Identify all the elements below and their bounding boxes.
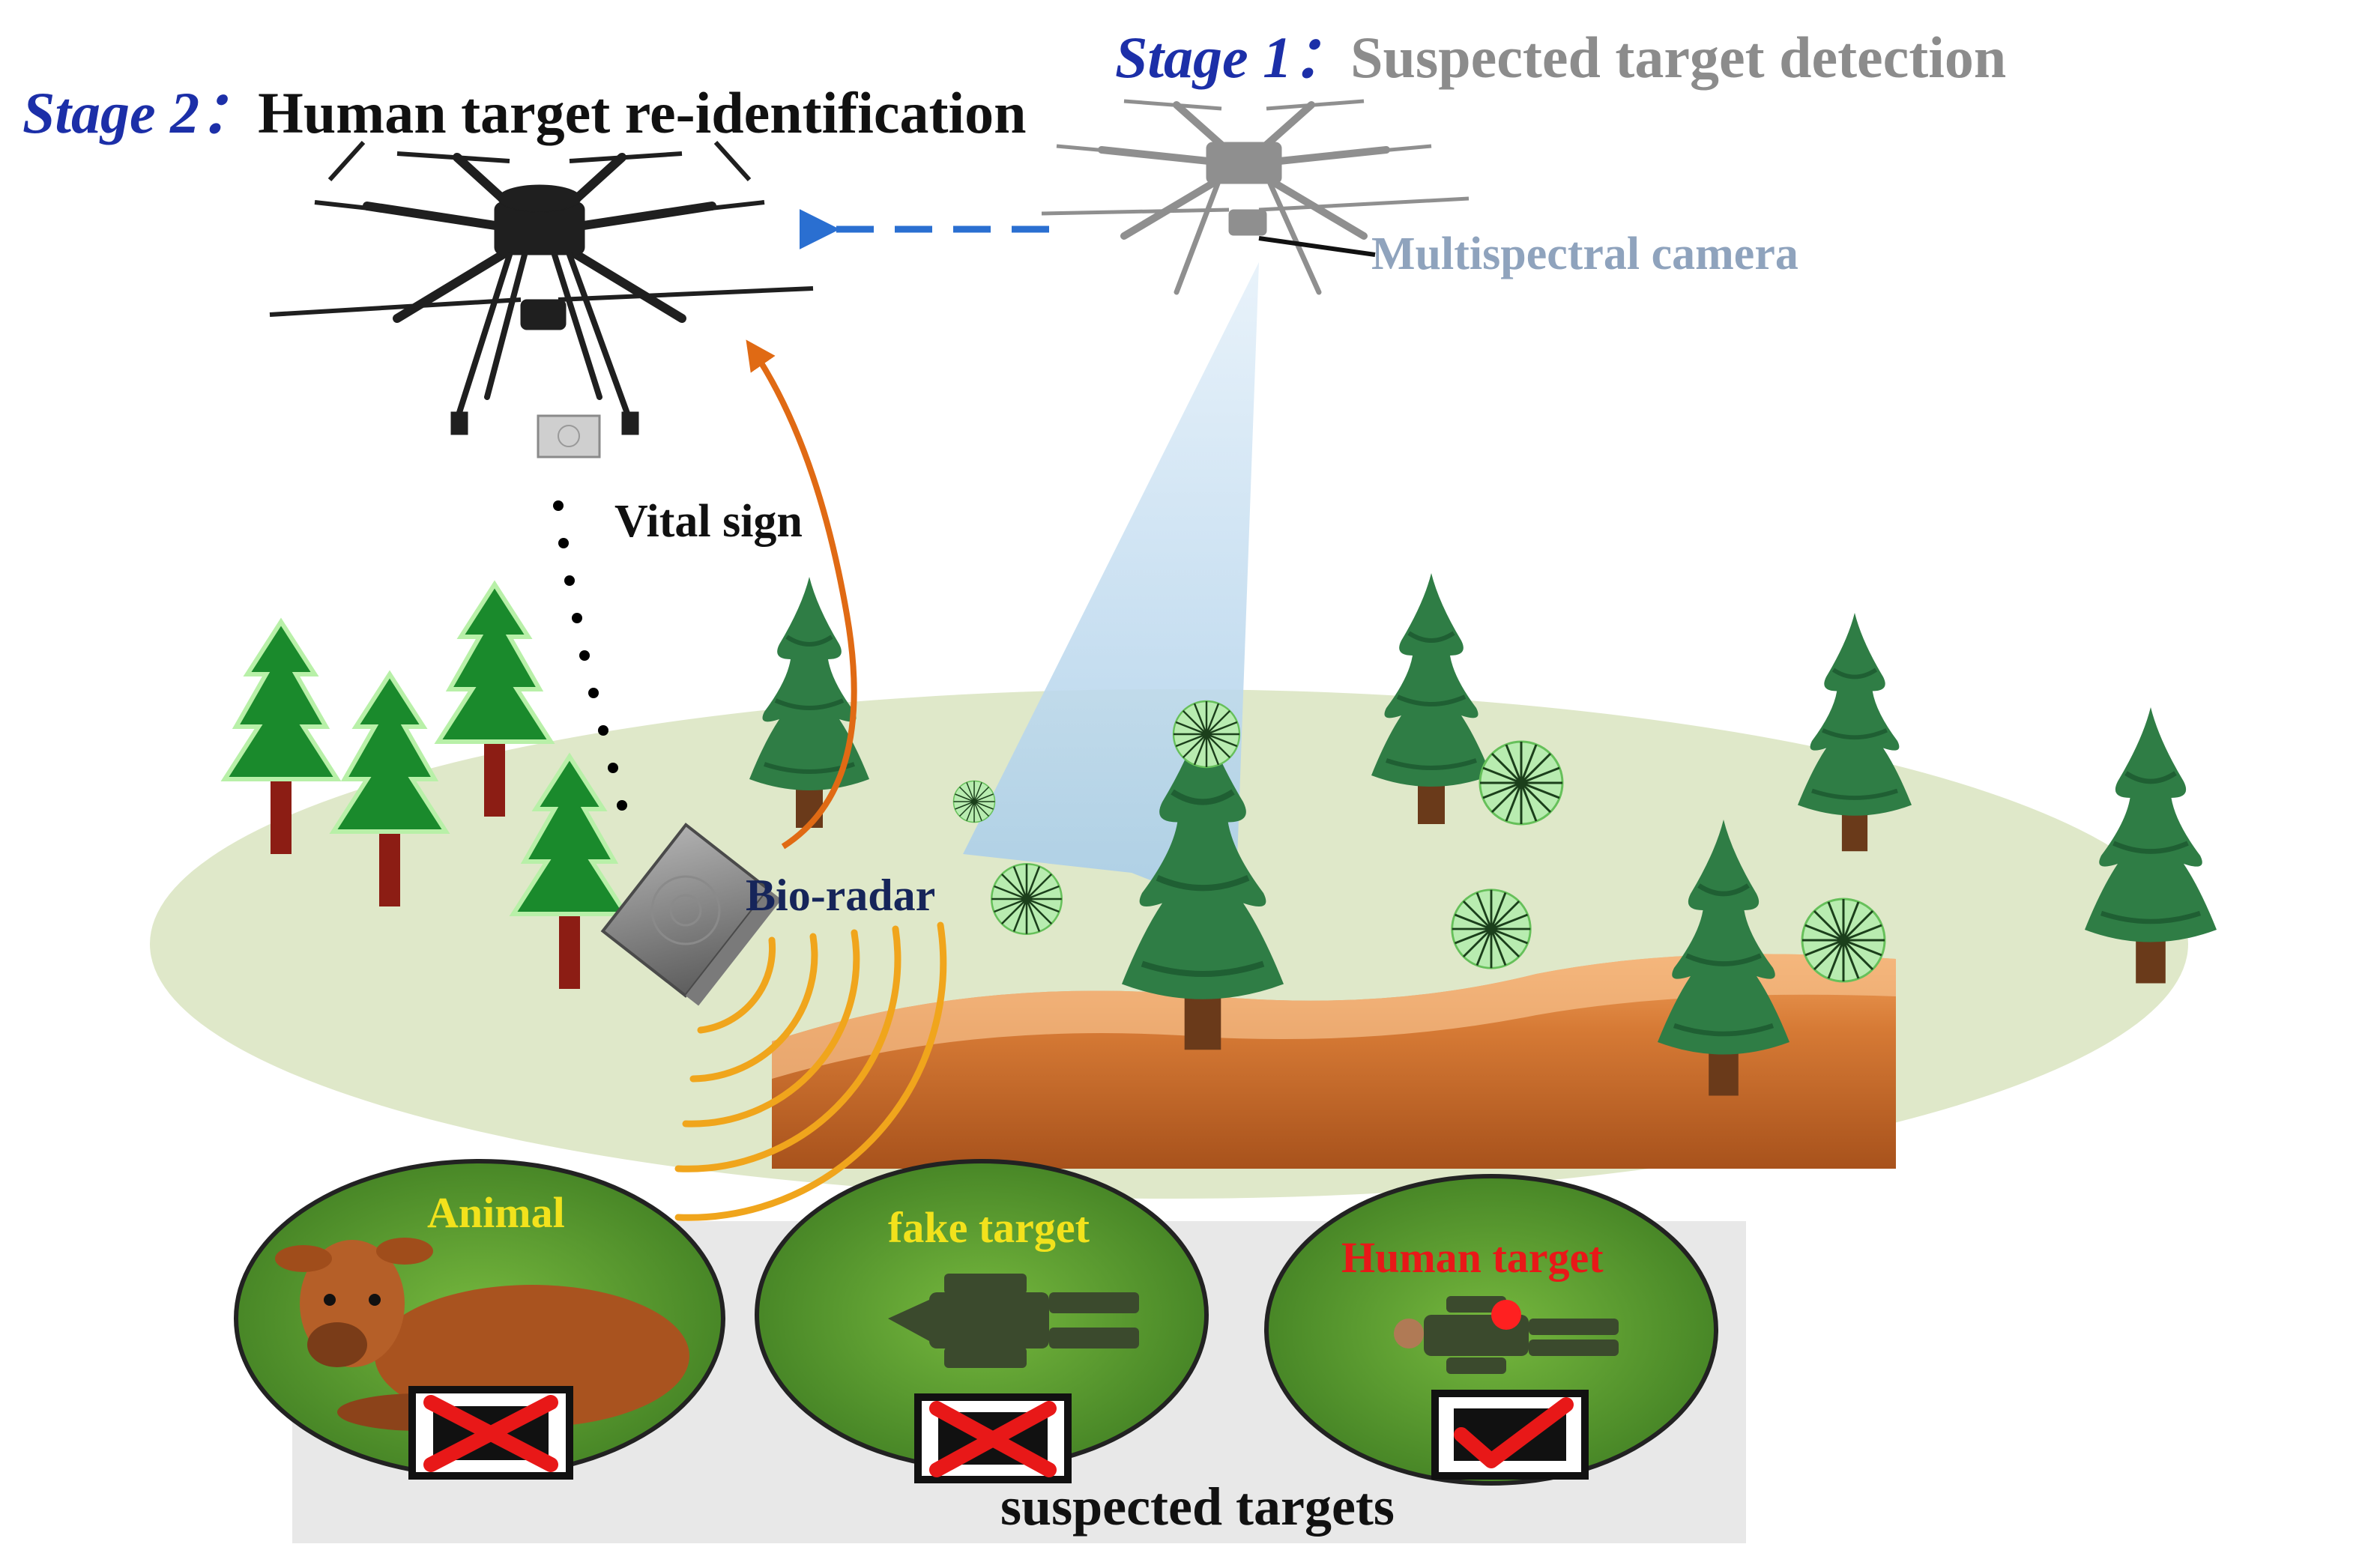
vital-sign-label: Vital sign [614,496,803,547]
shrub-icon [1172,700,1241,769]
stage2-description: Human target re-identification [258,80,1027,145]
clothes-icon [888,1274,1139,1368]
stage2-number: Stage 2： [22,80,259,145]
stage1-title: Stage 1：Suspected target detection [1115,28,2006,87]
target-fake-photo [755,1159,1209,1483]
return-arrow [746,339,857,850]
person-icon [1394,1296,1619,1374]
stage1-number: Stage 1： [1115,25,1351,90]
target-label-fake: fake target [888,1203,1090,1252]
bio-radar-device [600,823,782,1006]
shrub-icon [1479,740,1564,826]
suspected-targets-label: suspected targets [1000,1477,1395,1537]
drone-stage1-icon [1041,99,1470,295]
radar-module-icon [537,414,601,458]
target-label-animal: Animal [427,1188,565,1237]
camera-pointer [1258,236,1376,257]
bio-radar-label: Bio-radar [746,871,936,920]
target-human-photo [1264,1174,1718,1486]
shrub-icon [1801,897,1886,983]
camera-label: Multispectral camera [1371,228,1798,279]
shrub-icon [1451,889,1532,969]
shrub-icon [952,780,996,823]
target-label-human: Human target [1341,1233,1604,1282]
drone-stage2-icon [269,140,814,435]
stage2-title: Stage 2：Human target re-identification [22,84,1027,142]
vital-sign-dots [553,500,627,811]
stage1-description: Suspected target detection [1350,25,2007,90]
target-animal-photo [234,1159,725,1480]
shrub-icon [990,862,1063,936]
